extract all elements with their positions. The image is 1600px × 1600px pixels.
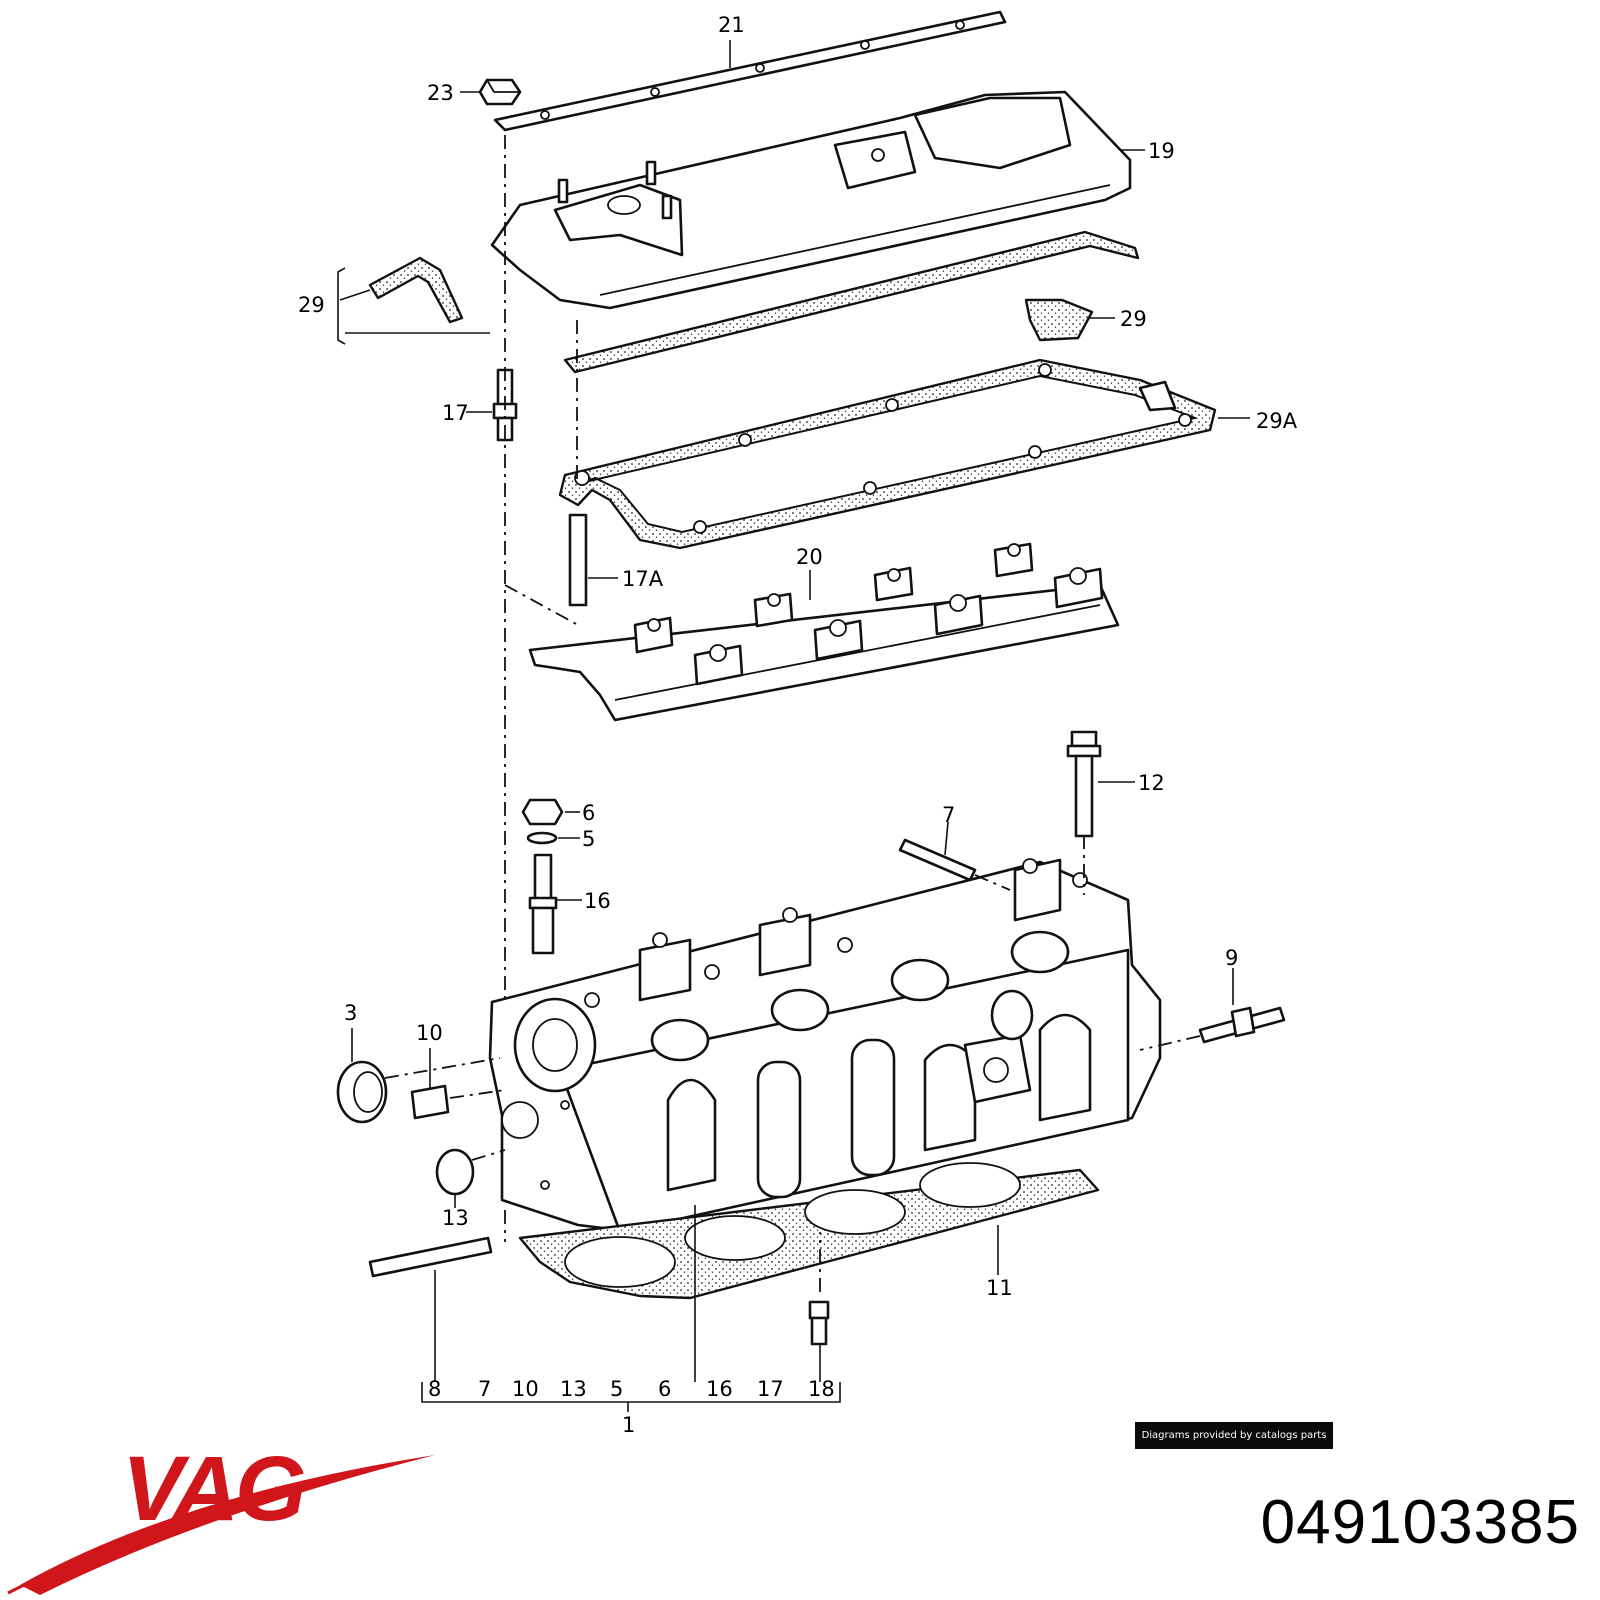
sleeve-18	[808, 1300, 830, 1346]
callout-11: 11	[986, 1276, 1013, 1300]
assembly-part-18: 18	[808, 1377, 835, 1401]
callout-10: 10	[416, 1021, 443, 1045]
assembly-part-10: 10	[512, 1377, 539, 1401]
washer-5	[526, 831, 558, 845]
callout-23: 23	[427, 81, 454, 105]
stud-9	[1198, 1006, 1286, 1044]
diagram-credit-badge: Diagrams provided by catalogs parts	[1135, 1422, 1333, 1449]
callout-7: 7	[942, 803, 955, 827]
cover-gasket-upper	[563, 230, 1140, 374]
stud-17a	[568, 513, 588, 607]
stud-16	[528, 853, 558, 955]
head-bolt-12	[1066, 730, 1102, 838]
callout-16: 16	[584, 889, 611, 913]
assembly-label: 1	[622, 1413, 635, 1437]
bearing-rail	[528, 542, 1120, 722]
assembly-part-17: 17	[757, 1377, 784, 1401]
cover-gasket-strip	[493, 10, 1007, 132]
callout-9: 9	[1225, 946, 1238, 970]
svg-text:VAG: VAG	[122, 1438, 304, 1540]
cylinder-head	[488, 858, 1162, 1234]
callout-21: 21	[718, 13, 745, 37]
nut-23	[478, 78, 522, 106]
assembly-part-8: 8	[428, 1377, 441, 1401]
seal-29-left	[368, 256, 464, 324]
seal-29-right	[1024, 298, 1094, 342]
plug-10	[410, 1084, 450, 1120]
nut-6	[521, 798, 564, 826]
seal-ring-3	[336, 1060, 388, 1124]
assembly-part-7: 7	[478, 1377, 491, 1401]
assembly-part-6: 6	[658, 1377, 671, 1401]
callout-20: 20	[796, 545, 823, 569]
part-number: 049103385	[1260, 1488, 1580, 1557]
callout-labels: 21 23 19 29 29 17 29A 17A 20 12 6 5 7 16…	[298, 13, 1298, 1437]
head-gasket-11	[518, 1162, 1100, 1300]
callout-29a: 29A	[1256, 409, 1298, 433]
leader-lines	[337, 40, 1250, 1412]
callout-13: 13	[442, 1206, 469, 1230]
alignment-lines	[384, 135, 1201, 1292]
gasket-29a	[558, 358, 1217, 550]
assembly-part-5: 5	[610, 1377, 623, 1401]
callout-5: 5	[582, 827, 595, 851]
assembly-part-16: 16	[706, 1377, 733, 1401]
callout-19: 19	[1148, 139, 1175, 163]
assembly-part-13: 13	[560, 1377, 587, 1401]
callout-29-left: 29	[298, 293, 325, 317]
callout-17a: 17A	[622, 567, 664, 591]
valve-cover	[490, 90, 1132, 310]
stud-7	[898, 838, 977, 882]
cap-13	[435, 1148, 475, 1196]
callout-6: 6	[582, 801, 595, 825]
callout-29-right: 29	[1120, 307, 1147, 331]
stud-8	[368, 1236, 493, 1278]
callout-17: 17	[442, 401, 469, 425]
callout-3: 3	[344, 1001, 357, 1025]
vag-logo: VAG	[7, 1438, 435, 1595]
callout-12: 12	[1138, 771, 1165, 795]
